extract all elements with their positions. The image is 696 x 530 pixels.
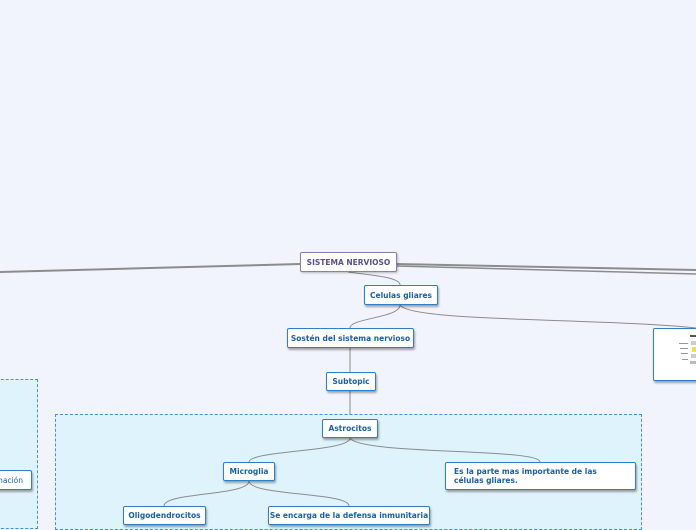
connector-root-left — [0, 263, 301, 273]
topic-label: Microglia — [229, 467, 269, 476]
topic-image-thumbnail[interactable] — [653, 328, 696, 381]
root-topic-label: SISTEMA NERVIOSO — [306, 257, 391, 267]
boundary-left — [0, 379, 38, 529]
topic-label: mación — [0, 475, 23, 485]
topic-parte-importante[interactable]: Es la parte mas importante de las célula… — [445, 462, 636, 490]
connector-root-right-1 — [396, 263, 696, 271]
diagram-thumbnail-icon — [679, 335, 696, 364]
connector-celulas-sosten — [349, 304, 401, 329]
topic-label: Oligodendrocitos — [128, 511, 201, 520]
topic-microglia[interactable]: Microglia — [223, 462, 275, 481]
topic-label: Astrocitos — [328, 424, 372, 433]
topic-label: Se encarga de la defensa inmunitaria — [269, 511, 429, 520]
topic-subtopic[interactable]: Subtopic — [326, 372, 376, 391]
topic-label: Sostén del sistema nervioso — [290, 333, 411, 343]
connector-root-right-2 — [396, 265, 696, 275]
topic-formacion-partial[interactable]: mación — [0, 470, 32, 490]
topic-defensa[interactable]: Se encarga de la defensa inmunitaria — [268, 506, 430, 525]
topic-astrocitos[interactable]: Astrocitos — [322, 419, 378, 438]
root-topic-sistema-nervioso[interactable]: SISTEMA NERVIOSO — [300, 252, 397, 272]
topic-sosten[interactable]: Sostén del sistema nervioso — [287, 328, 414, 348]
connector-root-celulas — [347, 271, 401, 286]
topic-celulas-gliares[interactable]: Celulas gliares — [364, 285, 438, 305]
connector-celulas-image — [399, 304, 696, 329]
topic-label: Es la parte mas importante de las célula… — [454, 467, 597, 485]
topic-label: Subtopic — [332, 377, 370, 386]
topic-label: Celulas gliares — [369, 290, 433, 300]
topic-oligodendrocitos[interactable]: Oligodendrocitos — [123, 506, 206, 525]
